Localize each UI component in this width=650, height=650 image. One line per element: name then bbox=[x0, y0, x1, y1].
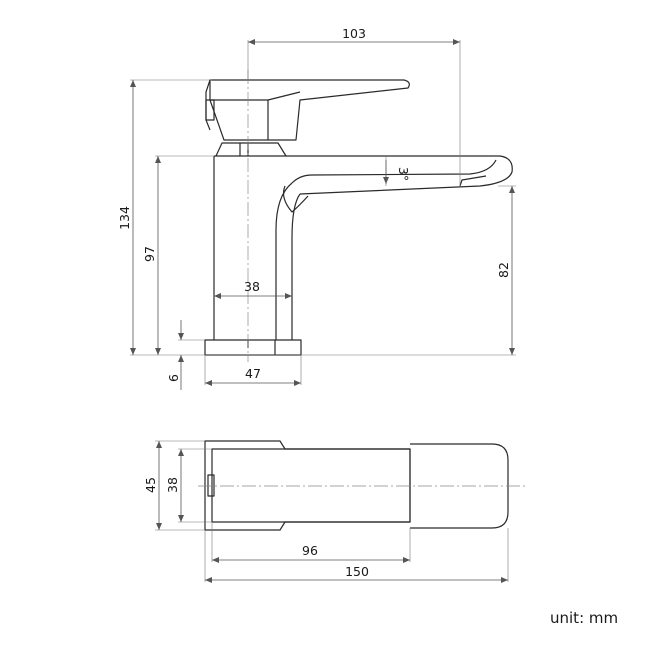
unit-label: unit: mm bbox=[550, 609, 618, 627]
dim-top-width: 45 bbox=[143, 477, 158, 493]
dim-total-height: 134 bbox=[117, 206, 132, 230]
cartridge-housing bbox=[215, 142, 287, 157]
top-body bbox=[211, 448, 411, 523]
dim-base-width: 47 bbox=[245, 366, 261, 381]
faucet-body bbox=[213, 156, 301, 340]
dim-angle: 3° bbox=[396, 167, 411, 181]
lever-handle bbox=[209, 79, 410, 141]
dim-body-height: 97 bbox=[142, 246, 157, 262]
top-view: 45 38 96 150 bbox=[143, 440, 525, 583]
dim-top-body-width: 38 bbox=[165, 477, 180, 493]
side-view: 103 134 97 82 38 47 6 3° bbox=[117, 26, 516, 390]
dim-spout-height: 82 bbox=[496, 262, 511, 278]
spout bbox=[214, 155, 513, 195]
dim-top-body-length: 96 bbox=[302, 543, 318, 558]
dim-body-width: 38 bbox=[244, 279, 260, 294]
dim-spout-reach: 103 bbox=[342, 26, 366, 41]
dim-base-height: 6 bbox=[166, 374, 181, 382]
top-base-outline bbox=[204, 440, 411, 531]
dim-total-length: 150 bbox=[345, 564, 369, 579]
base-plate bbox=[204, 339, 302, 356]
